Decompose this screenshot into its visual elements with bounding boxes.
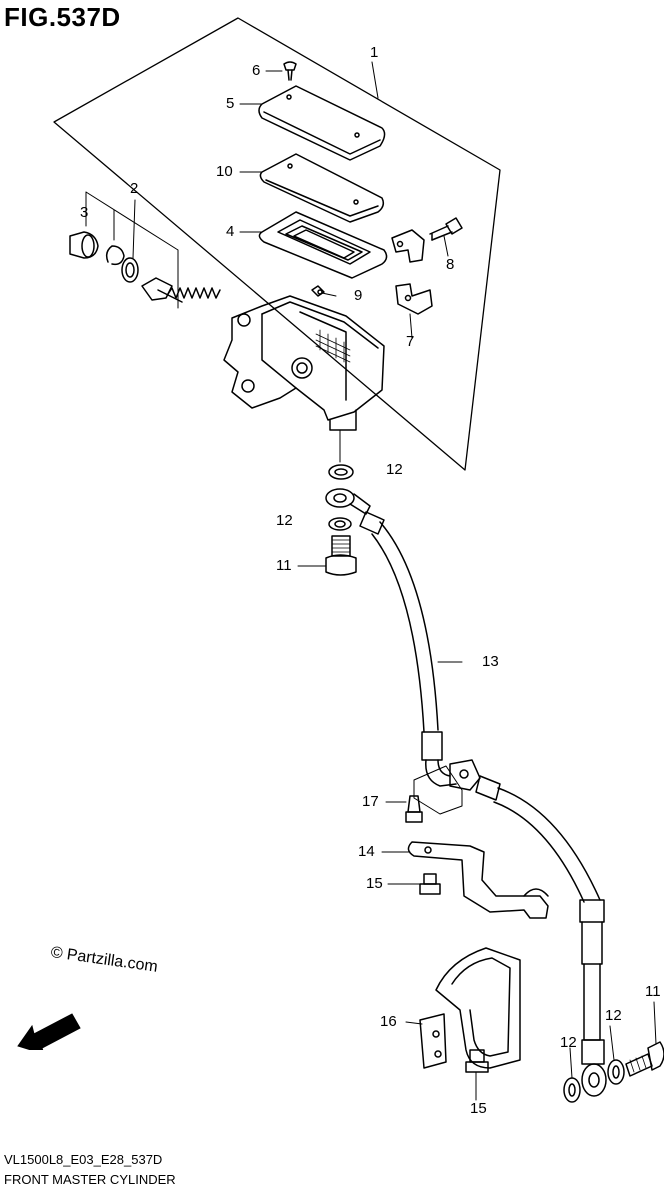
bracket-16 [419,947,521,1069]
banjo-bolt-11-lower [625,1041,664,1077]
callout-9: 9 [354,287,363,304]
clamp-7 [391,229,433,315]
figure-title: FIG.537D [4,2,121,32]
washer-12-upper-a [328,464,354,480]
model-code: VL1500L8_E03_E28_537D [4,1152,163,1167]
callout-8: 8 [446,256,455,273]
callout-3: 3 [80,204,89,221]
washer-12-lower-a [563,1077,581,1103]
clip-9 [311,285,325,297]
joint-bracket [413,765,463,815]
washer-12-lower-b [607,1059,625,1085]
callout-10: 10 [216,163,233,180]
callout-11-upper: 11 [276,557,292,574]
callout-17: 17 [362,793,379,810]
callout-1: 1 [370,44,379,61]
callout-15-lower: 15 [470,1100,487,1117]
bolt-15-upper [419,873,441,895]
circlip [105,245,125,266]
callout-16: 16 [380,1013,397,1030]
assembly-box [53,17,501,471]
banjo-bolt-11-upper [325,535,357,576]
callout-4: 4 [226,223,235,240]
master-cylinder-body [223,295,385,431]
callout-15-upper: 15 [366,875,383,892]
diaphragm-plate-10 [259,153,385,223]
joint-block [449,759,501,801]
callout-6: 6 [252,62,261,79]
callout-11-lower: 11 [645,983,661,1000]
fwd-arrow-icon [17,1013,81,1050]
callout-13: 13 [482,653,499,670]
brake-hose-13 [359,511,457,787]
banjo-fitting-upper [325,488,371,515]
diagram-caption: FRONT MASTER CYLINDER [4,1172,176,1187]
bolt-17 [405,795,423,823]
callout-14: 14 [358,843,375,860]
callout-12-lower-a: 12 [560,1034,577,1051]
bracket-14 [407,841,549,919]
reservoir-cap-5 [258,85,386,161]
callout-7: 7 [406,333,415,350]
bolt-8 [429,217,463,241]
callout-2: 2 [130,180,139,197]
callout-12-upper-a: 12 [386,461,403,478]
brake-hose-lower [493,787,605,1065]
boot-3 [69,231,99,259]
diaphragm-4 [258,211,388,279]
callout-12-upper-b: 12 [276,512,293,529]
callout-12-lower-b: 12 [605,1007,622,1024]
piston-2 [141,277,221,303]
washer [121,257,139,283]
screw-6 [283,61,297,81]
callout-5: 5 [226,95,235,112]
washer-12-upper-b [328,517,352,531]
banjo-fitting-lower [581,1063,607,1097]
bolt-15-lower [465,1049,489,1073]
